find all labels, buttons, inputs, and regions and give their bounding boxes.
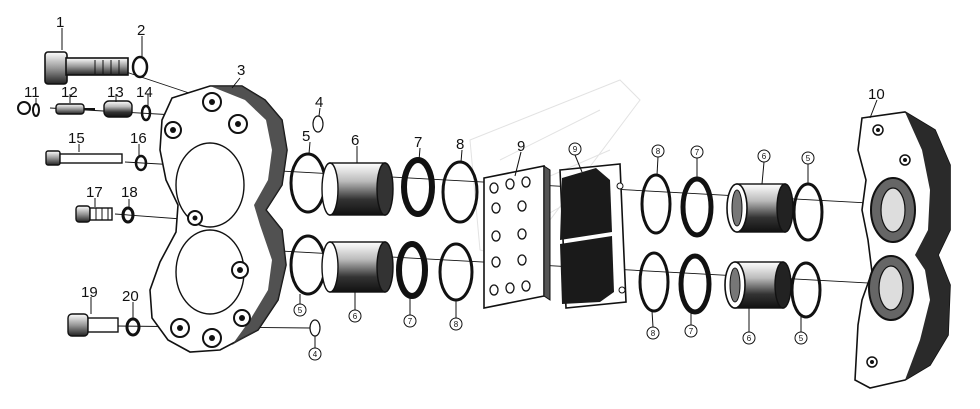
bolt-part-1 bbox=[44, 51, 129, 85]
callout-9-pad: 9 bbox=[573, 145, 578, 154]
callout-20: 20 bbox=[122, 288, 139, 305]
callout-5-right-bottom: 5 bbox=[799, 334, 804, 343]
callout-9-plate: 9 bbox=[517, 138, 525, 155]
callout-15: 15 bbox=[68, 130, 85, 147]
long-bolt-part-15 bbox=[45, 150, 123, 166]
washer-part-18 bbox=[121, 206, 135, 224]
left-seals-and-pistons bbox=[289, 152, 479, 302]
backing-plate-part-9 bbox=[483, 165, 551, 309]
right-seals-and-pistons bbox=[638, 173, 824, 319]
washer-part-16 bbox=[134, 154, 148, 172]
callout-6-right-top: 6 bbox=[762, 152, 767, 161]
callout-7-top: 7 bbox=[414, 134, 422, 151]
callout-5-top: 5 bbox=[302, 128, 310, 145]
callout-6-right-bottom: 6 bbox=[747, 334, 752, 343]
callout-5-bottom: 5 bbox=[298, 306, 303, 315]
callout-6-top: 6 bbox=[351, 132, 359, 149]
callout-18: 18 bbox=[121, 184, 138, 201]
callout-6-bottom: 6 bbox=[353, 312, 358, 321]
callout-4-bottom: 4 bbox=[313, 350, 318, 359]
callout-1: 1 bbox=[56, 14, 64, 31]
callout-7-right-top: 7 bbox=[695, 148, 700, 157]
caliper-housing-part-3 bbox=[149, 85, 288, 353]
callout-16: 16 bbox=[130, 130, 147, 147]
callout-2: 2 bbox=[137, 22, 145, 39]
callout-12: 12 bbox=[61, 84, 78, 101]
callout-4-top: 4 bbox=[315, 94, 323, 111]
leader-lines bbox=[35, 28, 878, 348]
brake-pad-part-9 bbox=[559, 163, 627, 309]
callout-14: 14 bbox=[136, 84, 153, 101]
seal-part-4 bbox=[309, 115, 324, 337]
callout-8-bottom: 8 bbox=[454, 320, 459, 329]
callout-labels: 1 2 3 11 12 13 14 4 15 16 17 18 19 20 5 … bbox=[24, 14, 885, 305]
callout-5-right-top: 5 bbox=[806, 154, 811, 163]
washer-part-20 bbox=[125, 317, 141, 337]
callout-13: 13 bbox=[107, 84, 124, 101]
caliper-half-part-10 bbox=[854, 111, 951, 389]
callout-17: 17 bbox=[86, 184, 103, 201]
bleeder-assembly-parts-11-14 bbox=[17, 100, 152, 122]
callout-8-top: 8 bbox=[456, 136, 464, 153]
callout-19: 19 bbox=[81, 284, 98, 301]
callout-7-right-bottom: 7 bbox=[689, 327, 694, 336]
circled-callouts: 9 8 7 6 5 5 6 7 8 8 7 6 5 4 bbox=[293, 142, 815, 361]
callout-11: 11 bbox=[24, 84, 40, 101]
bolt-part-19 bbox=[67, 313, 119, 337]
screw-part-17 bbox=[75, 205, 113, 223]
callout-7-bottom: 7 bbox=[408, 317, 413, 326]
callout-8-right-bottom: 8 bbox=[651, 329, 656, 338]
washer-part-2 bbox=[131, 55, 149, 79]
callout-3: 3 bbox=[237, 62, 245, 79]
callout-10: 10 bbox=[868, 86, 885, 103]
callout-8-right-top: 8 bbox=[656, 147, 661, 156]
